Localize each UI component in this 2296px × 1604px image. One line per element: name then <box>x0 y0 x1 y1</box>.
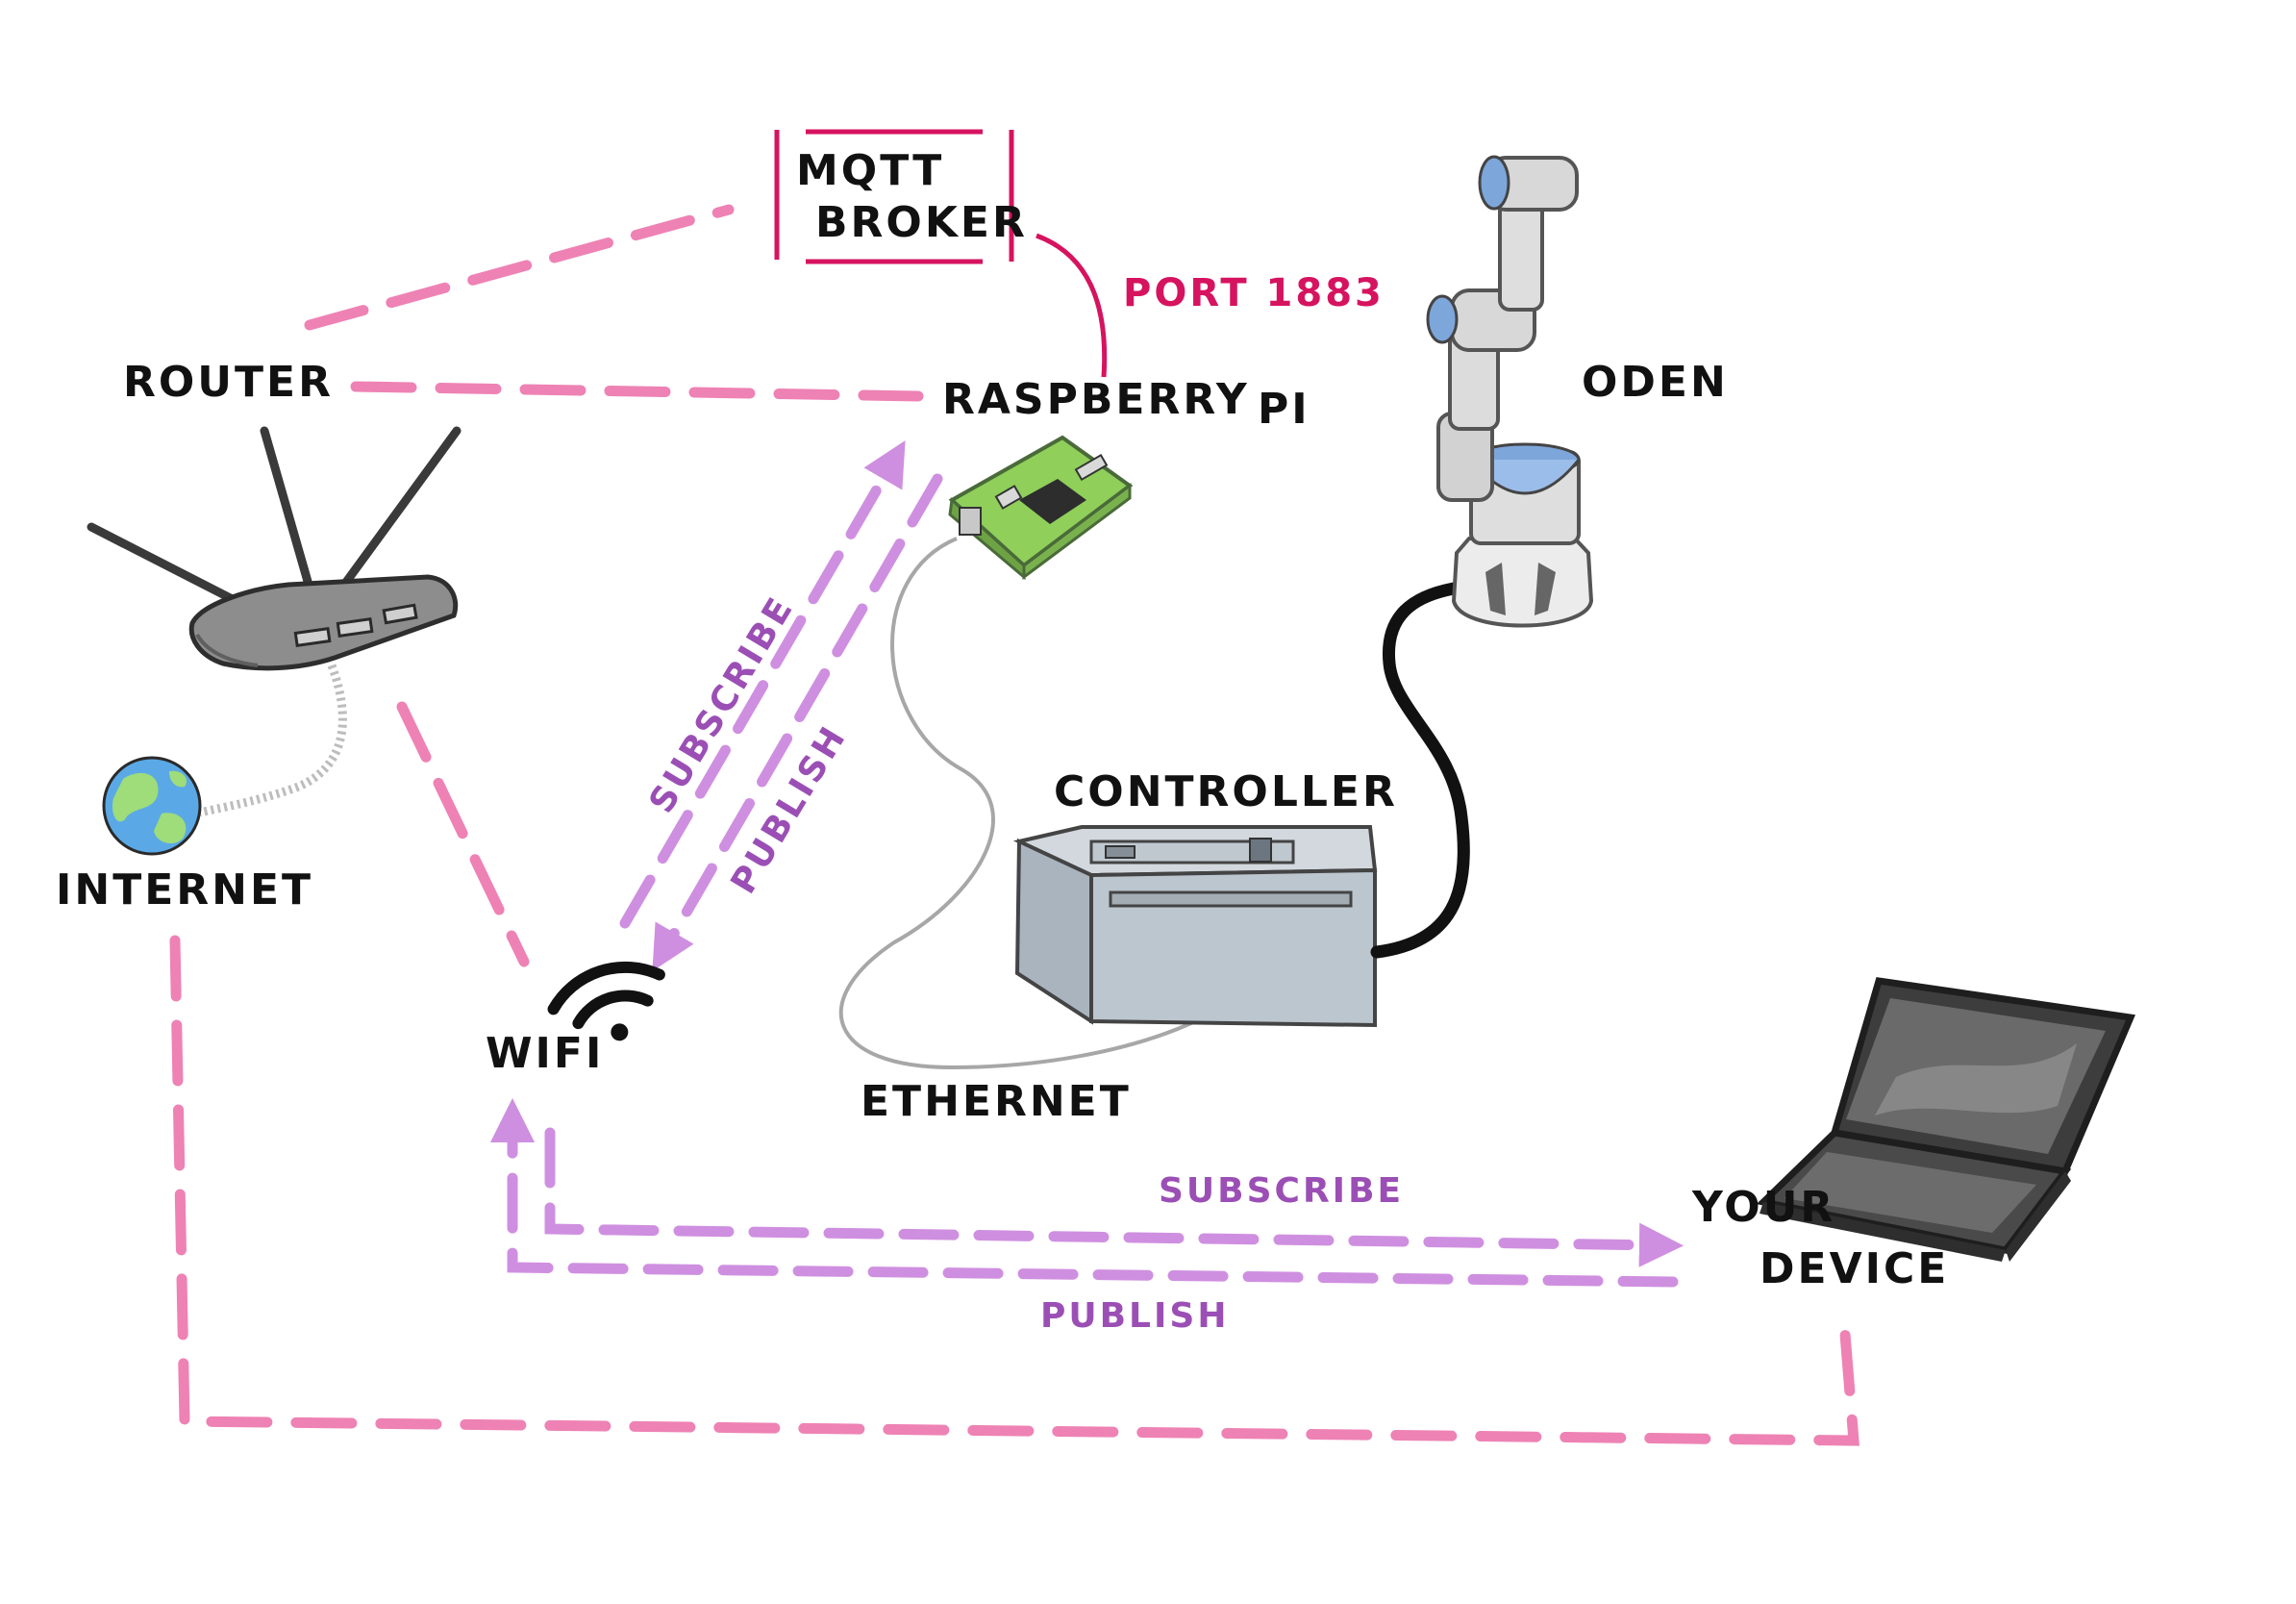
subscribe-diagonal-label: SUBSCRIBE <box>642 589 803 820</box>
flow-publish-diagonal <box>652 473 943 971</box>
link-internet-device <box>169 935 1859 1446</box>
device-label: DEVICE <box>1759 1244 1949 1293</box>
mqtt-label-line2: BROKER <box>815 198 1028 247</box>
raspberry-label: RASPBERRY <box>942 375 1250 424</box>
subscribe-horizontal-label: SUBSCRIBE <box>1159 1171 1404 1211</box>
laptop-icon <box>1756 977 2135 1262</box>
flow-publish-horizontal <box>489 1097 1679 1288</box>
your-label: YOUR <box>1691 1183 1835 1232</box>
oden-label: ODEN <box>1582 358 1729 407</box>
router-label: ROUTER <box>123 358 334 407</box>
flow-subscribe-diagonal <box>619 440 906 929</box>
raspberry-pi-icon <box>948 435 1134 581</box>
message-flows <box>489 440 1685 1288</box>
router-icon <box>87 426 462 671</box>
robot-cable <box>1370 582 1470 959</box>
link-router-raspberry <box>350 381 924 402</box>
controller-label: CONTROLLER <box>1054 767 1398 816</box>
wifi-icon <box>547 961 665 1041</box>
ethernet-label: ETHERNET <box>861 1077 1132 1126</box>
link-router-broker <box>304 204 735 331</box>
flow-subscribe-horizontal <box>544 1127 1685 1267</box>
wifi-label: WIFI <box>486 1029 604 1078</box>
internet-label: INTERNET <box>56 865 313 915</box>
mqtt-label-line1: MQTT <box>796 146 944 195</box>
globe-icon <box>102 756 202 856</box>
controller-icon <box>1012 825 1378 1028</box>
link-router-wifi <box>396 701 530 967</box>
robot-arm-icon <box>1426 155 1594 628</box>
mqtt-broker-box: MQTT BROKER <box>774 129 1028 264</box>
port-label: PORT 1883 <box>1123 271 1385 315</box>
internet-cable <box>198 664 347 817</box>
publish-horizontal-label: PUBLISH <box>1040 1296 1229 1336</box>
port-connector <box>1036 233 1108 378</box>
pi-label: PI <box>1258 385 1310 434</box>
connection-links <box>169 204 1859 1446</box>
